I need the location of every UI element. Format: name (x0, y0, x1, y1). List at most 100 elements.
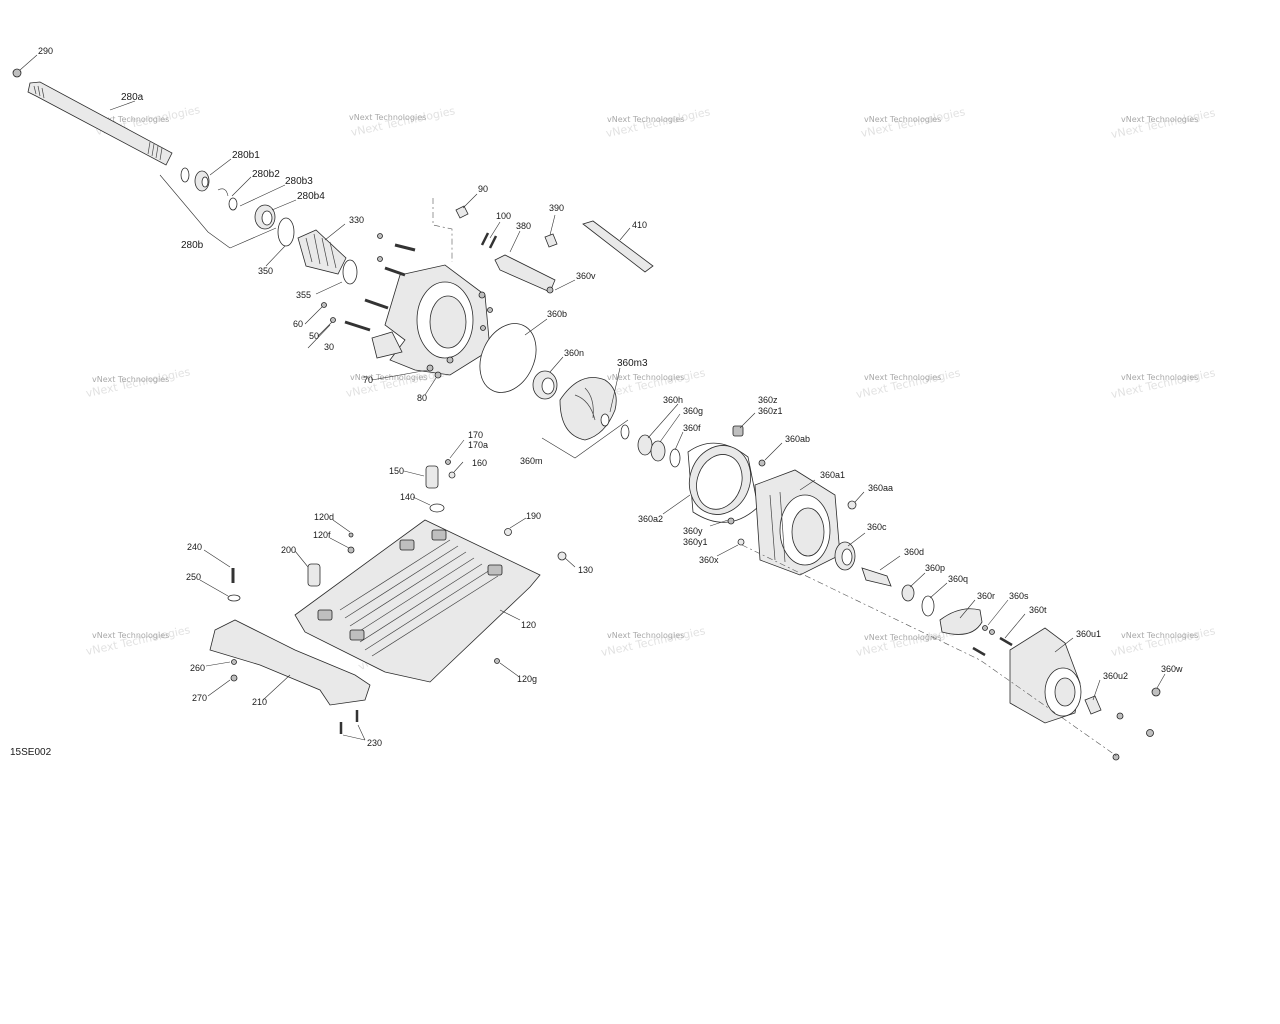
label-360z: 360z (758, 395, 778, 405)
label-120: 120 (521, 620, 536, 630)
label-60: 60 (293, 319, 303, 329)
label-130: 130 (578, 565, 593, 575)
bracket-210-icon (209, 619, 371, 706)
watermark: vNext Technologies (864, 373, 941, 382)
screw-120g-icon (494, 658, 500, 664)
label-360m3: 360m3 (617, 358, 648, 369)
label-390: 390 (549, 203, 564, 213)
label-70: 70 (363, 375, 373, 385)
ring-360m3-icon (600, 413, 610, 427)
nut-50-icon (330, 317, 336, 323)
screw-360t-icon (999, 636, 1013, 647)
axis-line (741, 544, 1119, 758)
label-360h: 360h (663, 395, 683, 405)
rail-410-icon (582, 220, 654, 273)
oring-140-icon (429, 503, 445, 513)
bolts-30-icon (344, 243, 416, 332)
washer-70-icon (426, 364, 434, 372)
label-360y1: 360y1 (683, 537, 708, 547)
label-270: 270 (192, 693, 207, 703)
label-200: 200 (281, 545, 296, 555)
label-120d: 120d (314, 512, 334, 522)
label-120f: 120f (313, 530, 331, 540)
oring-360b-icon (479, 323, 537, 393)
label-410: 410 (632, 220, 647, 230)
label-355: 355 (296, 290, 311, 300)
label-80: 80 (417, 393, 427, 403)
watermark-ghost: vNext Technologies (1110, 624, 1217, 659)
watermark: vNext Technologies (607, 631, 684, 640)
oring-360q-icon (921, 595, 935, 617)
watermark-ghost: vNext Technologies (600, 624, 707, 659)
label-230: 230 (367, 738, 382, 748)
bracket-380-icon (494, 254, 556, 293)
axis-line (432, 198, 453, 262)
label-360a1: 360a1 (820, 470, 845, 480)
cap-360aa-icon (847, 500, 857, 510)
label-290: 290 (38, 46, 53, 56)
plug-360z-icon (732, 425, 744, 437)
watermark: vNext Technologies (92, 115, 169, 124)
label-360aa: 360aa (868, 483, 893, 493)
group-bracket-280b (159, 174, 231, 249)
ride-plate-120-icon (294, 519, 541, 683)
screws-100-icon (480, 232, 498, 249)
nut-80-icon (434, 371, 442, 379)
nut-290-icon (12, 68, 22, 78)
label-90: 90 (478, 184, 488, 194)
screw-120d-icon (348, 532, 354, 538)
bearing-360g-icon (650, 440, 666, 462)
drawing-code: 15SE002 (10, 747, 52, 758)
label-330: 330 (349, 215, 364, 225)
label-280a: 280a (121, 92, 144, 103)
label-360u2: 360u2 (1103, 671, 1128, 681)
label-380: 380 (516, 221, 531, 231)
fitting-200-icon (307, 563, 321, 587)
label-360w: 360w (1161, 664, 1183, 674)
seal-ring-icon (180, 167, 190, 183)
shaft-360d-icon (861, 567, 892, 587)
label-360f: 360f (683, 423, 701, 433)
drive-shaft-assembly (12, 68, 358, 285)
label-140: 140 (400, 492, 415, 502)
label-360a2: 360a2 (638, 514, 663, 524)
label-360v: 360v (576, 271, 596, 281)
screw-190-icon (504, 528, 512, 536)
part-390-icon (544, 233, 558, 248)
watermark: vNext Technologies (607, 115, 684, 124)
label-250: 250 (186, 572, 201, 582)
screw-360w-icon (1151, 687, 1161, 697)
label-360d: 360d (904, 547, 924, 557)
washer-60-icon (321, 302, 327, 308)
cap-160-icon (448, 471, 456, 479)
housing-tab-icon (371, 331, 403, 359)
circlip-280b2-icon (217, 188, 229, 197)
impeller-360m-icon (559, 377, 617, 441)
nut-120f-icon (347, 546, 355, 554)
label-360b: 360b (547, 309, 567, 319)
label-280b2: 280b2 (252, 169, 280, 180)
watermark: vNext Technologies (92, 631, 169, 640)
label-360z1: 360z1 (758, 406, 783, 416)
ring-360f-icon (669, 448, 681, 468)
label-360u1: 360u1 (1076, 629, 1101, 639)
label-210: 210 (252, 697, 267, 707)
label-170a: 170a (468, 440, 488, 450)
label-360y: 360y (683, 526, 703, 536)
label-360p: 360p (925, 563, 945, 573)
label-120g: 120g (517, 674, 537, 684)
ride-plate-assembly (209, 459, 567, 734)
pump-housing-assembly (727, 469, 1161, 761)
label-240: 240 (187, 542, 202, 552)
seal-360p-icon (901, 584, 915, 602)
label-280b1: 280b1 (232, 150, 260, 161)
boot-330-icon (297, 229, 347, 275)
fitting-170-icon (445, 459, 451, 465)
label-280b3: 280b3 (285, 176, 313, 187)
watermark: vNext Technologies (864, 633, 941, 642)
watermark-ghost: vNext Technologies (855, 366, 962, 401)
nut-270-icon (230, 674, 238, 682)
label-260: 260 (190, 663, 205, 673)
drive-shaft-icon (27, 81, 173, 166)
